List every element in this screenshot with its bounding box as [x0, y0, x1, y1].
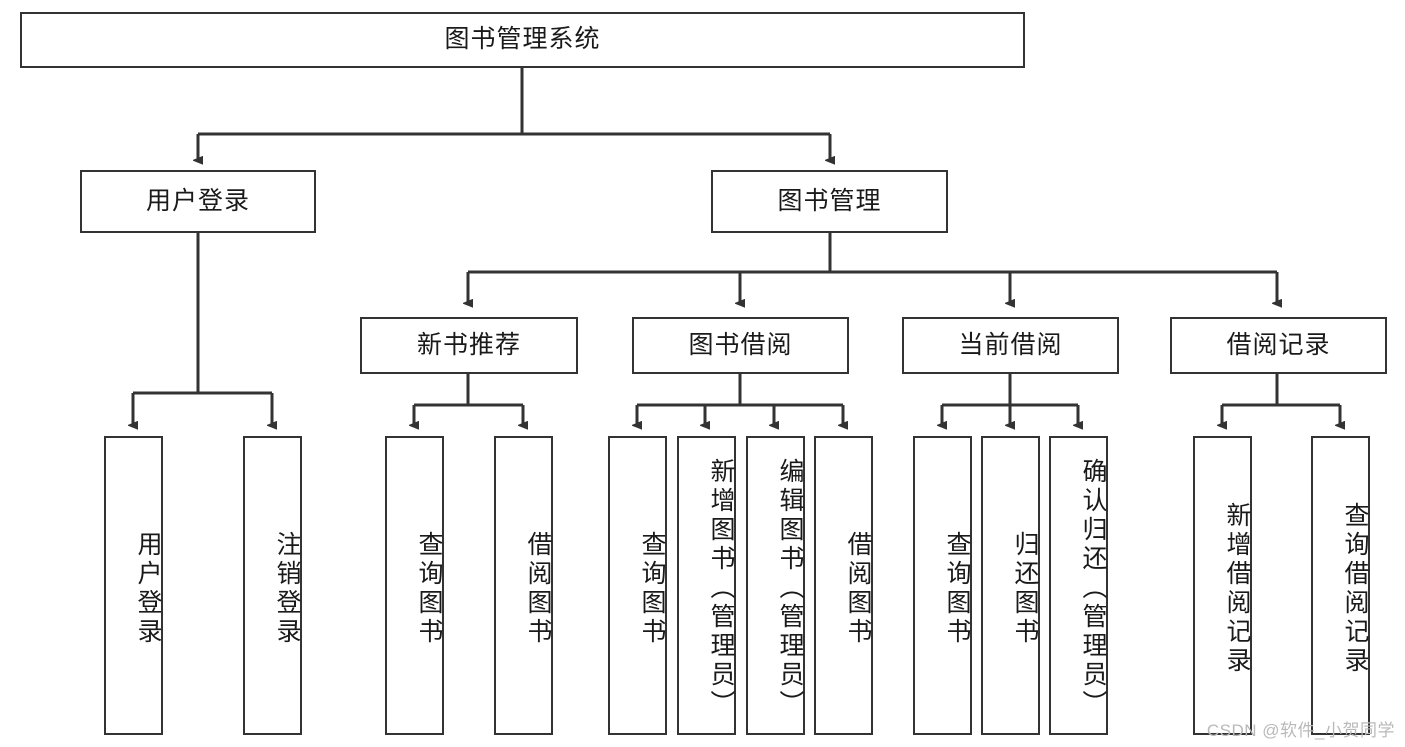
leaf-borrow-book-recommend[interactable]: 借阅图书	[494, 436, 553, 735]
leaf-query-book-recommend[interactable]: 查询图书	[385, 436, 444, 735]
node-label: 归还图书	[1011, 530, 1039, 647]
node-label: 新增借阅记录	[1223, 501, 1251, 676]
node-label: 图书借阅	[688, 330, 793, 359]
node-label: 新书推荐	[416, 330, 521, 359]
node-label: 查询图书	[638, 530, 666, 647]
node-label: 用户登录	[145, 186, 250, 215]
node-label: 借阅图书	[524, 530, 552, 647]
leaf-borrow-book[interactable]: 借阅图书	[814, 436, 873, 735]
node-book-borrow[interactable]: 图书借阅	[632, 317, 849, 374]
node-label: 图书管理系统	[444, 25, 601, 54]
leaf-edit-book-admin[interactable]: 编辑图书（管理员）	[746, 436, 805, 735]
leaf-confirm-return-admin[interactable]: 确认归还（管理员）	[1049, 436, 1108, 735]
leaf-logout[interactable]: 注销登录	[243, 436, 302, 735]
node-user-login[interactable]: 用户登录	[80, 170, 316, 233]
leaf-user-login[interactable]: 用户登录	[104, 436, 163, 735]
node-new-book-recommend[interactable]: 新书推荐	[360, 317, 578, 374]
leaf-query-book-current[interactable]: 查询图书	[913, 436, 972, 735]
leaf-return-book[interactable]: 归还图书	[981, 436, 1040, 735]
csdn-watermark: CSDN @软件_小贺同学	[1206, 721, 1395, 740]
node-label: 注销登录	[273, 530, 301, 647]
node-label: 新增图书（管理员）	[707, 458, 735, 719]
node-label: 图书管理	[777, 186, 882, 215]
node-label: 确认归还（管理员）	[1079, 458, 1107, 719]
node-current-borrow[interactable]: 当前借阅	[902, 317, 1119, 374]
node-label: 当前借阅	[958, 330, 1063, 359]
leaf-query-borrow-record[interactable]: 查询借阅记录	[1311, 436, 1370, 735]
leaf-add-book-admin[interactable]: 新增图书（管理员）	[677, 436, 736, 735]
node-root-book-management-system[interactable]: 图书管理系统	[20, 12, 1025, 68]
node-label: 查询图书	[943, 530, 971, 647]
node-label: 查询借阅记录	[1341, 501, 1369, 676]
leaf-query-book-borrow[interactable]: 查询图书	[608, 436, 667, 735]
node-label: 借阅记录	[1226, 330, 1331, 359]
node-label: 查询图书	[415, 530, 443, 647]
node-label: 用户登录	[134, 530, 162, 647]
node-label: 借阅图书	[844, 530, 872, 647]
node-label: 编辑图书（管理员）	[776, 458, 804, 719]
leaf-add-borrow-record[interactable]: 新增借阅记录	[1193, 436, 1252, 735]
node-book-management[interactable]: 图书管理	[711, 170, 948, 233]
node-borrow-record[interactable]: 借阅记录	[1170, 317, 1387, 374]
